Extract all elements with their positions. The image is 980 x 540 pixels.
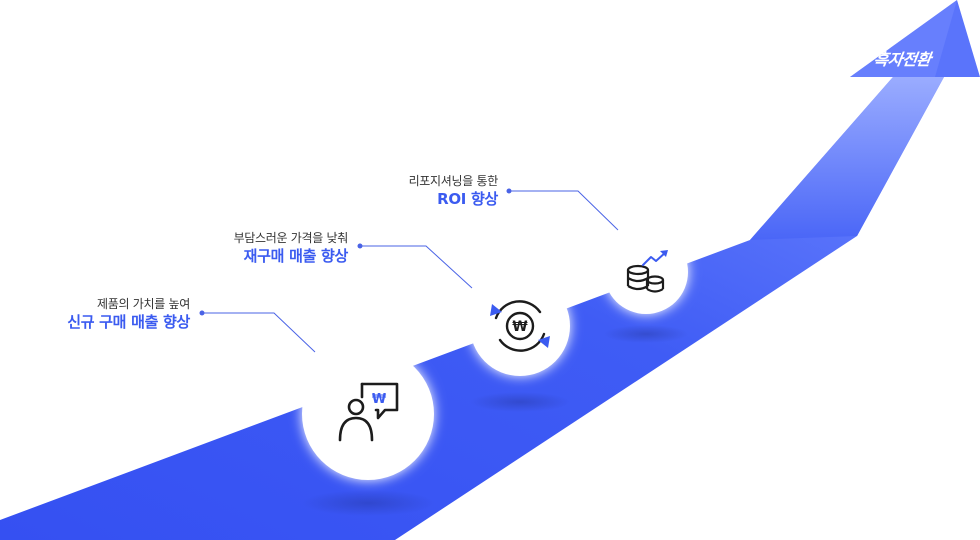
connector-dot: [199, 310, 205, 316]
growth-arrow-head-shade: [850, 0, 957, 77]
step-circle-2: [470, 276, 570, 376]
connector-dot: [357, 243, 363, 249]
growth-trend-icon: [642, 251, 667, 266]
circle-shadow: [470, 392, 570, 412]
trend-arrowhead: [660, 250, 668, 257]
connector-step-3: [509, 190, 619, 231]
goal-label: 흑자전환: [872, 50, 933, 69]
step-label-2: 부담스러운 가격을 낮춰 재구매 매출 향상: [190, 230, 349, 266]
step-3-main: ROI 향상: [437, 190, 498, 208]
cycle-arrowhead: [490, 304, 502, 316]
coins-growth-icon: [626, 264, 665, 293]
growth-arrow-upper: [750, 77, 944, 240]
step-label-1: 제품의 가치를 높여 신규 구매 매출 향상: [40, 296, 190, 332]
connectors: [202, 190, 619, 353]
circle-shadow: [604, 325, 688, 343]
step-circle-1: [302, 348, 434, 480]
presenter-won-speech-icon: [338, 382, 399, 442]
connector-dot: [506, 188, 512, 194]
cycle-arrowhead: [538, 336, 550, 348]
step-1-main: 신규 구매 매출 향상: [67, 313, 190, 331]
step-3-sub: 리포지셔닝을 통한: [408, 174, 499, 188]
won-symbol: ₩: [512, 319, 528, 335]
connector-step-1: [202, 312, 316, 353]
connector-step-2: [360, 245, 473, 289]
step-label-3: 리포지셔닝을 통한 ROI 향상: [350, 173, 499, 209]
growth-arrow-body: [0, 77, 944, 540]
step-2-main: 재구매 매출 향상: [243, 247, 349, 265]
step-2-sub: 부담스러운 가격을 낮춰: [233, 231, 349, 245]
step-1-sub: 제품의 가치를 높여: [97, 297, 190, 311]
won-symbol: ₩: [372, 392, 387, 407]
circle-shadow: [302, 490, 434, 516]
